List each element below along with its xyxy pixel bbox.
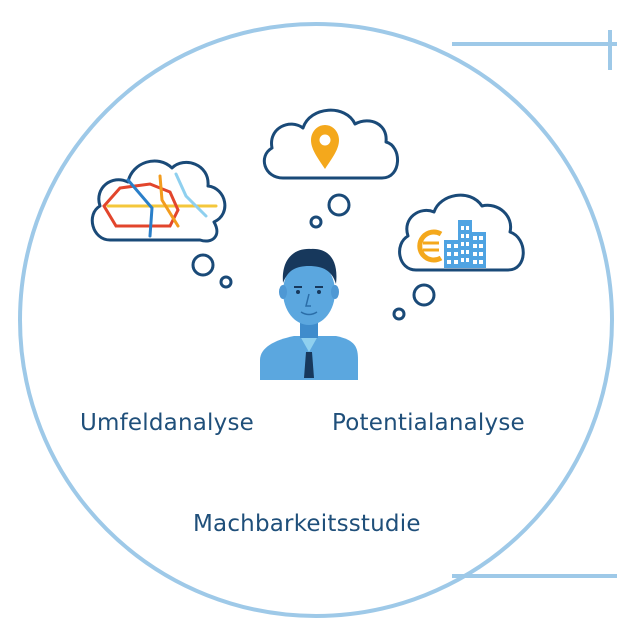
metro-map-icon	[102, 172, 218, 238]
umfeldanalyse-label: Umfeldanalyse	[80, 410, 254, 436]
right-cloud	[392, 193, 525, 321]
person-icon	[260, 248, 358, 380]
top-cloud	[262, 108, 399, 229]
outer-circle	[18, 22, 614, 618]
euro-buildings-icon	[417, 220, 486, 268]
connector-bracket	[452, 30, 617, 578]
left-cloud	[90, 159, 233, 289]
potentialanalyse-label: Potentialanalyse	[332, 410, 525, 436]
machbarkeitsstudie-label: Machbarkeitsstudie	[193, 511, 421, 537]
location-pin-icon	[311, 125, 339, 169]
